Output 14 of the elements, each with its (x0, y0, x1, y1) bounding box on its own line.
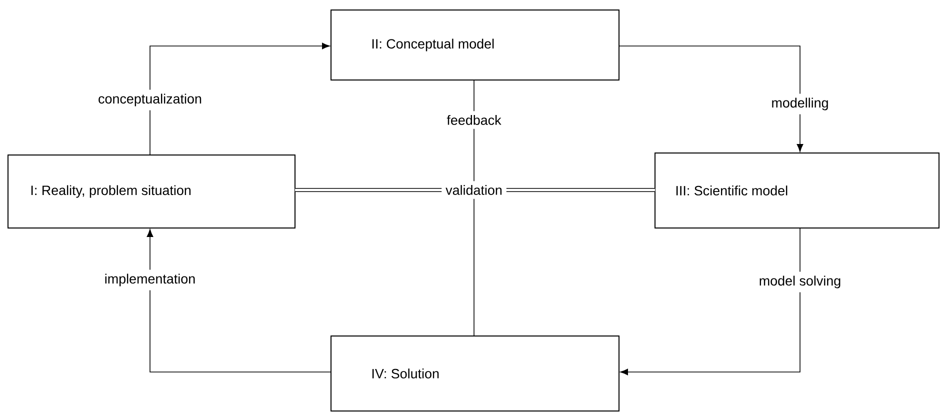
arrow (146, 229, 332, 372)
edge-label: conceptualization (94, 90, 206, 110)
edge-label: modelling (767, 94, 833, 114)
process-box: III: Scientific model (654, 152, 940, 228)
arrow (150, 42, 330, 156)
edge-label: validation (442, 181, 506, 199)
arrow (620, 228, 800, 376)
process-box: I: Reality, problem situation (8, 154, 296, 228)
edge-label: implementation (100, 270, 200, 290)
edge-label: model solving (754, 272, 846, 292)
process-box: IV: Solution (330, 336, 620, 412)
arrow (618, 46, 804, 152)
process-box: II: Conceptual model (330, 10, 620, 80)
edge-label: feedback (442, 111, 506, 129)
